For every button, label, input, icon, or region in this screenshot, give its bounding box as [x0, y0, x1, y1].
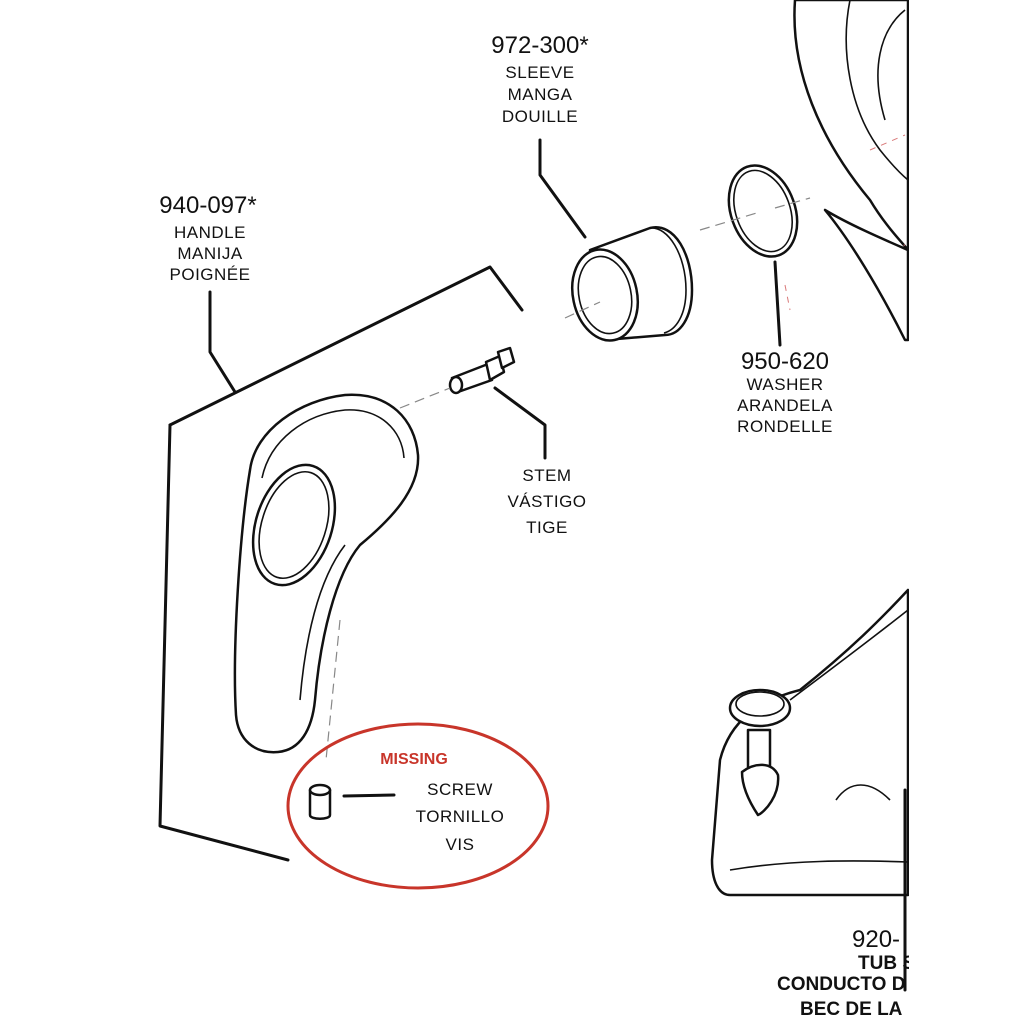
- washer-name-en: WASHER: [747, 375, 824, 394]
- leader-lines: [158, 138, 782, 862]
- tub-spout-name-fr: BEC DE LA: [800, 999, 903, 1020]
- sleeve-name-en: SLEEVE: [505, 63, 574, 82]
- handle-name-fr: POIGNÉE: [170, 265, 251, 284]
- screw-name-en: SCREW: [427, 780, 493, 799]
- washer-name-es: ARANDELA: [737, 396, 833, 415]
- missing-status: MISSING: [380, 751, 448, 768]
- tub-spout-name-es: CONDUCTO D: [777, 974, 905, 995]
- stem-name-fr: TIGE: [526, 518, 568, 537]
- missing-highlight-ellipse: [286, 722, 550, 890]
- handle-drawing: [233, 393, 420, 761]
- sleeve-part-number: 972-300*: [491, 32, 588, 59]
- handle-name-en: HANDLE: [174, 223, 246, 242]
- screw-name-fr: VIS: [446, 835, 475, 854]
- tub-spout-name-en: TUB S: [858, 953, 915, 974]
- tub-spout-part-number: 920-: [852, 926, 900, 953]
- sleeve-name-es: MANGA: [508, 85, 573, 104]
- sleeve-drawing: [564, 226, 694, 342]
- screw-label: MISSING SCREW TORNILLO VIS: [380, 751, 504, 854]
- washer-label: 950-620 WASHER ARANDELA RONDELLE: [737, 348, 833, 436]
- right-edge-mask: [909, 0, 1024, 1024]
- stem-drawing: [399, 346, 516, 409]
- stem-label: STEM VÁSTIGO TIGE: [507, 466, 586, 537]
- escutcheon-drawing: [793, 0, 910, 342]
- tub-spout-drawing: [710, 588, 910, 992]
- handle-label: 940-097* HANDLE MANIJA POIGNÉE: [159, 192, 256, 284]
- stem-name-en: STEM: [522, 466, 571, 485]
- handle-name-es: MANIJA: [177, 244, 243, 263]
- stem-name-es: VÁSTIGO: [507, 492, 586, 511]
- screw-name-es: TORNILLO: [416, 807, 505, 826]
- handle-part-number: 940-097*: [159, 192, 256, 219]
- screw-drawing: [308, 783, 332, 820]
- washer-part-number: 950-620: [741, 348, 829, 375]
- washer-drawing: [699, 164, 811, 311]
- sleeve-name-fr: DOUILLE: [502, 107, 578, 126]
- tub-spout-label: 920- TUB S CONDUCTO D BEC DE LA: [777, 926, 915, 1020]
- washer-name-fr: RONDELLE: [737, 417, 833, 436]
- sleeve-label: 972-300* SLEEVE MANGA DOUILLE: [491, 32, 588, 126]
